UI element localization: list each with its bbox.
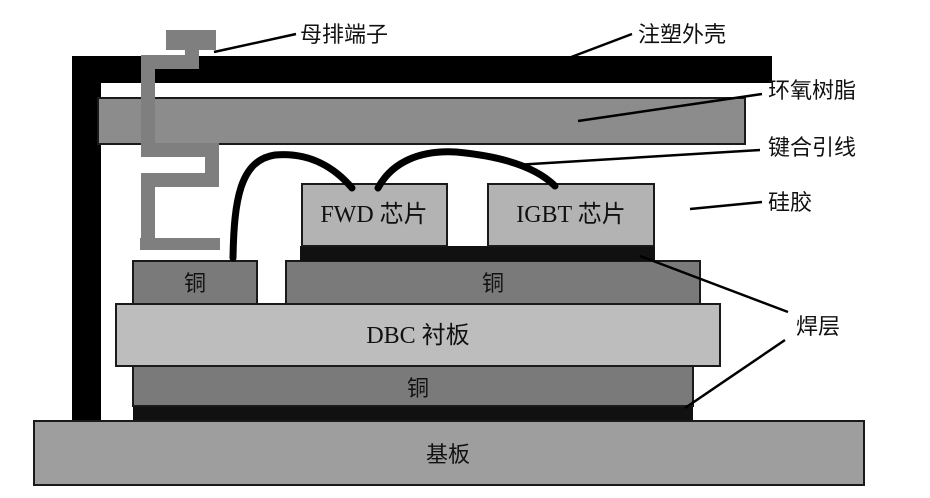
callout-silicone-gel: 硅胶 bbox=[768, 191, 812, 216]
copper-bottom bbox=[132, 365, 694, 407]
chip-solder-layer bbox=[300, 246, 655, 261]
baseplate-label: 基板 bbox=[426, 443, 470, 468]
fwd-chip bbox=[301, 183, 448, 247]
callout-busbar-terminal: 母排端子 bbox=[300, 23, 388, 48]
copper-top-right-label: 铜 bbox=[482, 272, 504, 297]
leader-plastic-housing bbox=[565, 32, 633, 61]
busbar-terminal bbox=[140, 30, 220, 250]
leader-silicone-gel bbox=[689, 200, 763, 211]
copper-bottom-label: 铜 bbox=[407, 377, 429, 402]
busbar-cap bbox=[166, 30, 216, 50]
epoxy-resin-layer bbox=[97, 97, 746, 145]
copper-top-right bbox=[285, 260, 701, 305]
fwd-chip-label: FWD 芯片 bbox=[320, 201, 427, 228]
bond-wires bbox=[229, 148, 559, 262]
igbt-chip bbox=[487, 183, 655, 247]
bond-wire-right bbox=[374, 148, 559, 192]
busbar-foot bbox=[140, 238, 220, 250]
housing-inner-left-line bbox=[98, 80, 101, 426]
copper-top-left-label: 铜 bbox=[184, 272, 206, 297]
leader-busbar-terminal bbox=[213, 32, 297, 54]
busbar-s-path bbox=[141, 45, 219, 238]
bond-wire-left bbox=[229, 151, 356, 262]
callout-plastic-housing: 注塑外壳 bbox=[638, 23, 726, 48]
copper-top-left bbox=[132, 260, 258, 305]
callout-bond-wire: 键合引线 bbox=[768, 136, 856, 161]
leader-solder-lower bbox=[684, 338, 786, 410]
leader-lines bbox=[213, 32, 789, 410]
plastic-housing bbox=[72, 56, 772, 426]
housing-left-wall bbox=[72, 56, 99, 426]
dbc-label: DBC 衬板 bbox=[366, 322, 469, 349]
leader-bond-wire bbox=[514, 148, 761, 167]
dbc-substrate bbox=[115, 303, 721, 367]
bottom-solder-layer bbox=[133, 406, 693, 420]
callout-solder-layer: 焊层 bbox=[796, 315, 840, 340]
baseplate bbox=[33, 420, 865, 486]
callout-epoxy-resin: 环氧树脂 bbox=[768, 79, 856, 104]
leader-epoxy-resin bbox=[577, 92, 763, 123]
igbt-chip-label: IGBT 芯片 bbox=[516, 201, 626, 228]
leader-solder-upper bbox=[639, 254, 789, 314]
